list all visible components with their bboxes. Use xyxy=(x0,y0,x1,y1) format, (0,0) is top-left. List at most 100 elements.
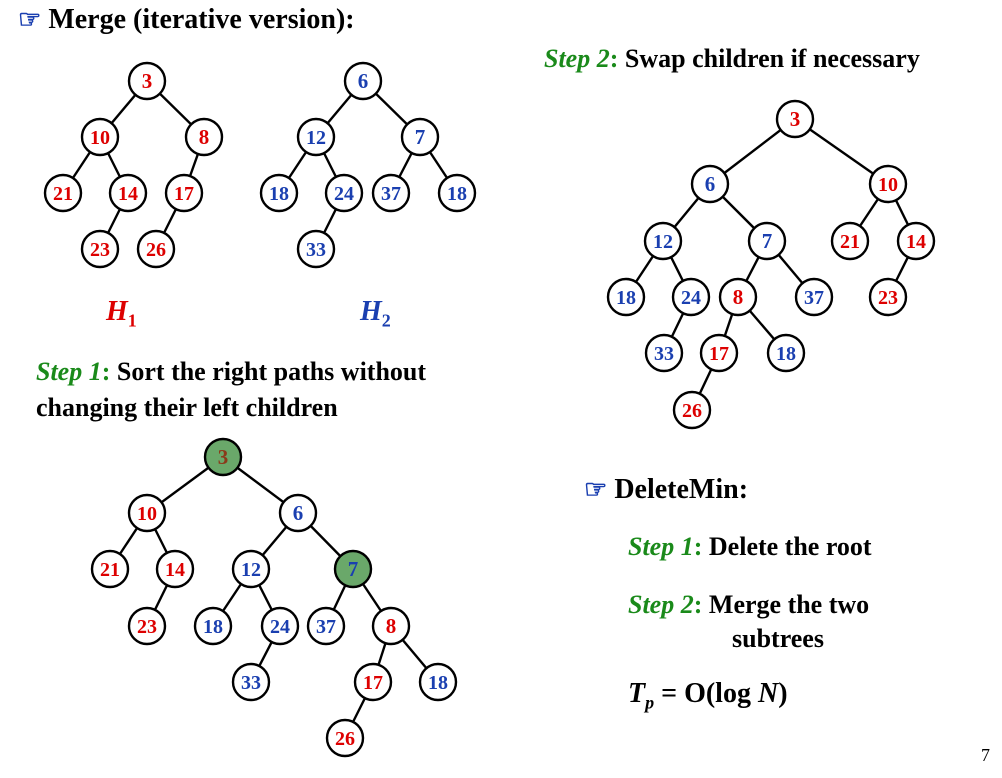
heap-node-value: 26 xyxy=(335,728,355,750)
deletemin-step2: Step 2: Merge the two subtrees xyxy=(628,588,869,656)
complexity-formula: Tp = O(log N) xyxy=(628,678,788,714)
heap-node xyxy=(296,117,336,157)
heap-node-value: 14 xyxy=(118,183,138,205)
merge-heading: ☞ Merge (iterative version): xyxy=(18,4,355,36)
heap-node-value: 33 xyxy=(306,239,326,261)
heap-node-value: 17 xyxy=(174,183,194,205)
merge-heading-text: Merge (iterative version): xyxy=(48,4,355,35)
heap-node xyxy=(43,173,83,213)
deletemin-step1-text: Delete the root xyxy=(702,532,872,561)
heap-node xyxy=(325,718,365,758)
step1-label: Step 1 xyxy=(36,357,102,386)
heap-node xyxy=(193,606,233,646)
deletemin-title: DeleteMin: xyxy=(614,474,749,505)
heap-node-value: 12 xyxy=(306,127,326,149)
heap-node xyxy=(260,606,300,646)
heap-node xyxy=(766,333,806,373)
heap-node xyxy=(418,662,458,702)
heap-node xyxy=(306,606,346,646)
heap-node-value: 3 xyxy=(790,107,801,131)
heap-node-value: 6 xyxy=(358,69,369,93)
heap-node-value: 8 xyxy=(733,285,744,309)
heap-node xyxy=(371,606,411,646)
heap-node-value: 18 xyxy=(269,183,289,205)
heap-node-value: 24 xyxy=(681,287,701,309)
heap-node-value: 3 xyxy=(142,69,153,93)
h1-subscript: 1 xyxy=(127,310,137,331)
heap-node-value: 37 xyxy=(381,183,401,205)
h2-label: H2 xyxy=(360,296,391,332)
heap-node-value: 24 xyxy=(270,616,290,638)
deletemin-step2-label: Step 2 xyxy=(628,590,694,619)
deletemin-step1: Step 1: Delete the root xyxy=(628,532,872,562)
page-number: 7 xyxy=(981,745,990,765)
step1-line2: changing their left children xyxy=(36,393,338,422)
heap-node xyxy=(718,277,758,317)
heap-node-value: 8 xyxy=(386,614,397,638)
heap-node xyxy=(296,229,336,269)
deletemin-step2-colon: : xyxy=(693,590,703,619)
formula-subscript: p xyxy=(645,692,655,713)
heap-node-value: 21 xyxy=(840,231,860,253)
heap-node-value: 14 xyxy=(165,559,185,581)
heap-node-value: 7 xyxy=(415,125,426,149)
step2-top-heading: Step 2: Swap children if necessary xyxy=(544,44,920,74)
heap-node-value: 10 xyxy=(878,174,898,196)
deletemin-heading: ☞ DeleteMin: xyxy=(584,474,748,506)
heap-node-value: 21 xyxy=(53,183,73,205)
heap-node-value: 12 xyxy=(241,559,261,581)
deletemin-step1-colon: : xyxy=(693,532,703,561)
heap-node xyxy=(371,173,411,213)
pointing-hand-icon: ☞ xyxy=(584,475,608,504)
heap-node-value: 23 xyxy=(90,239,110,261)
step1-heading: Step 1: Sort the right paths without cha… xyxy=(36,354,426,426)
pointing-hand-icon: ☞ xyxy=(18,5,42,34)
heap-node-value: 18 xyxy=(447,183,467,205)
heap-node xyxy=(259,173,299,213)
heap-node-value: 6 xyxy=(705,172,716,196)
heap-node xyxy=(278,493,318,533)
h1-letter: H xyxy=(106,296,128,327)
heap-node-value: 18 xyxy=(776,343,796,365)
heap-node xyxy=(671,277,711,317)
h2-subscript: 2 xyxy=(381,310,391,331)
heap-node-value: 14 xyxy=(906,231,926,253)
formula-part2: ) xyxy=(778,678,788,709)
heap-node xyxy=(231,662,271,702)
formula-part1: = O(log xyxy=(654,678,758,709)
h1-label: H1 xyxy=(106,296,137,332)
heap-node xyxy=(400,117,440,157)
heap-node xyxy=(606,277,646,317)
heap-node-value: 7 xyxy=(348,557,359,581)
heap-node xyxy=(90,549,130,589)
heap-node-value: 23 xyxy=(878,287,898,309)
heap-node xyxy=(80,117,120,157)
heap-node-value: 18 xyxy=(428,672,448,694)
heap-node-value: 24 xyxy=(334,183,354,205)
heap-node-value: 18 xyxy=(203,616,223,638)
step1-colon: : xyxy=(101,357,111,386)
step1-line1: Sort the right paths without xyxy=(110,357,427,386)
heap-node-value: 21 xyxy=(100,559,120,581)
heap-node-value: 17 xyxy=(363,672,383,694)
heap-node xyxy=(324,173,364,213)
heap-node xyxy=(896,221,936,261)
heap-node xyxy=(343,61,383,101)
step2-top-label: Step 2 xyxy=(544,44,610,73)
heap-node xyxy=(108,173,148,213)
heap-node-value: 37 xyxy=(804,287,824,309)
deletemin-step1-label: Step 1 xyxy=(628,532,694,561)
heap-node xyxy=(775,99,815,139)
heap-node xyxy=(794,277,834,317)
heap-node xyxy=(136,229,176,269)
heap-node xyxy=(184,117,224,157)
heap-node-value: 33 xyxy=(241,672,261,694)
formula-t: T xyxy=(628,678,646,709)
heap-node xyxy=(127,61,167,101)
heap-node xyxy=(437,173,477,213)
heap-node-value: 26 xyxy=(682,400,702,422)
